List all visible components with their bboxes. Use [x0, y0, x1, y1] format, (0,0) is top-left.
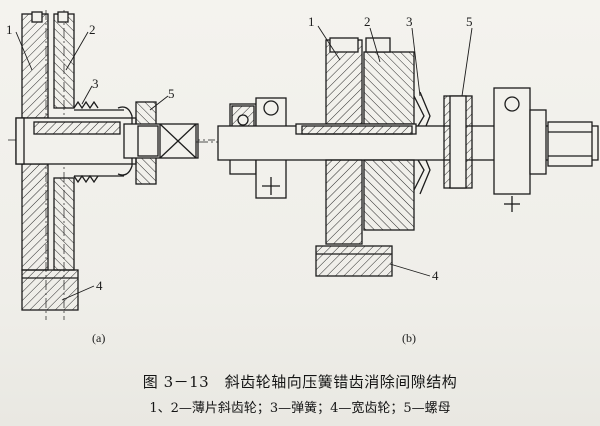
callouts-b: 1 2 3 5 4 (b)	[308, 14, 473, 345]
thin-gear-1-b-upper	[325, 39, 363, 125]
bearing-right	[493, 87, 531, 195]
callout-a-1: 1	[6, 22, 13, 37]
wide-gear-4-b	[315, 245, 393, 277]
callout-b-3: 3	[406, 14, 413, 29]
view-a	[8, 10, 215, 320]
thin-gear-1-lower	[21, 163, 49, 271]
thin-gear-1-upper	[21, 13, 49, 119]
figure-caption-legend: 1、2—薄片斜齿轮；3—弹簧；4—宽齿轮；5—螺母	[149, 401, 451, 416]
callout-b-2: 2	[364, 14, 371, 29]
callout-b-4: 4	[432, 268, 439, 283]
callout-a-2: 2	[89, 22, 96, 37]
wide-gear-4	[21, 269, 79, 311]
callout-a-3: 3	[92, 76, 99, 91]
view-b	[196, 25, 599, 277]
callouts-a: 1 2 3 4 5 (a)	[6, 22, 175, 345]
callout-a-5: 5	[168, 86, 175, 101]
thin-gear-2-b-upper	[363, 51, 415, 125]
callout-b-5: 5	[466, 14, 473, 29]
subfigure-b-label: (b)	[402, 331, 416, 345]
figure-caption-title: 图 3－13 斜齿轮轴向压簧错齿消除间隙结构	[142, 373, 458, 391]
spring-3-b	[413, 91, 431, 127]
thin-gear-1-b-lower	[325, 159, 363, 245]
subfigure-a-label: (a)	[92, 331, 105, 345]
callout-a-4: 4	[96, 278, 103, 293]
thin-gear-2-b-lower	[363, 159, 415, 231]
thin-gear-2-lower	[53, 177, 75, 271]
spring-3-a	[73, 100, 99, 110]
callout-b-1: 1	[308, 14, 315, 29]
hub-a	[33, 121, 121, 135]
